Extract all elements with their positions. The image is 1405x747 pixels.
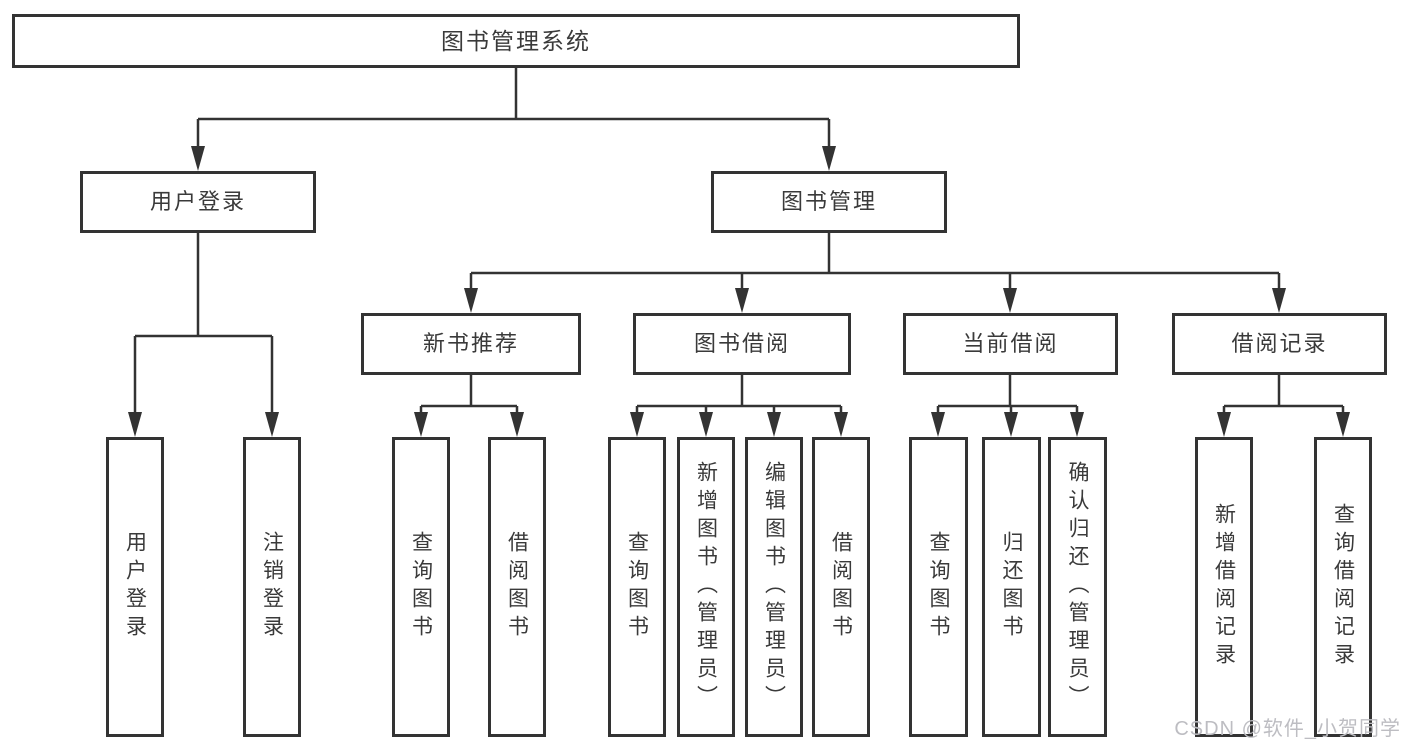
arrowhead <box>822 146 836 171</box>
arrowhead <box>735 288 749 313</box>
arrowhead <box>1004 412 1018 437</box>
arrowhead <box>191 146 205 171</box>
node-library-management-system: 图书管理系统 <box>12 14 1020 68</box>
connector-userlogin-to-leaves <box>133 233 274 412</box>
arrowhead <box>510 412 524 437</box>
arrowhead <box>1272 288 1286 313</box>
arrowhead <box>1217 412 1231 437</box>
leaf-query-books-3: 查询图书 <box>909 437 968 737</box>
leaf-edit-books-admin: 编辑图书（管理员） <box>745 437 803 737</box>
arrowhead <box>128 412 142 437</box>
leaf-query-books-2: 查询图书 <box>608 437 666 737</box>
leaf-borrow-books-1: 借阅图书 <box>488 437 546 737</box>
leaf-user-login: 用户登录 <box>106 437 164 737</box>
arrowhead <box>265 412 279 437</box>
arrowhead <box>1003 288 1017 313</box>
leaf-query-books-1: 查询图书 <box>392 437 450 737</box>
arrowhead <box>630 412 644 437</box>
connector-newbooks-to-leaves <box>419 375 519 412</box>
connector-root-to-level2 <box>196 68 831 146</box>
connector-records-to-leaves <box>1222 375 1345 412</box>
leaf-return-books: 归还图书 <box>982 437 1041 737</box>
arrowhead <box>414 412 428 437</box>
leaf-confirm-return-admin: 确认归还（管理员） <box>1048 437 1107 737</box>
arrowhead <box>464 288 478 313</box>
node-new-book-recommend: 新书推荐 <box>361 313 581 375</box>
node-book-management: 图书管理 <box>711 171 947 233</box>
arrowhead <box>1070 412 1084 437</box>
node-borrow-records: 借阅记录 <box>1172 313 1387 375</box>
connector-current-to-leaves <box>936 375 1079 412</box>
leaf-logout: 注销登录 <box>243 437 301 737</box>
connector-bookmgmt-to-level3 <box>469 233 1281 288</box>
csdn-watermark: CSDN @软件_小贺同学 <box>1174 718 1401 740</box>
leaf-add-borrow-record: 新增借阅记录 <box>1195 437 1253 737</box>
arrowhead <box>699 412 713 437</box>
node-current-borrow: 当前借阅 <box>903 313 1118 375</box>
arrowhead <box>1336 412 1350 437</box>
node-user-login: 用户登录 <box>80 171 316 233</box>
leaf-query-borrow-record: 查询借阅记录 <box>1314 437 1372 737</box>
connector-borrow-to-leaves <box>635 375 843 412</box>
arrowhead <box>834 412 848 437</box>
arrowhead <box>931 412 945 437</box>
leaf-borrow-books-2: 借阅图书 <box>812 437 870 737</box>
node-book-borrow: 图书借阅 <box>633 313 851 375</box>
arrowhead <box>767 412 781 437</box>
leaf-add-books-admin: 新增图书（管理员） <box>677 437 735 737</box>
